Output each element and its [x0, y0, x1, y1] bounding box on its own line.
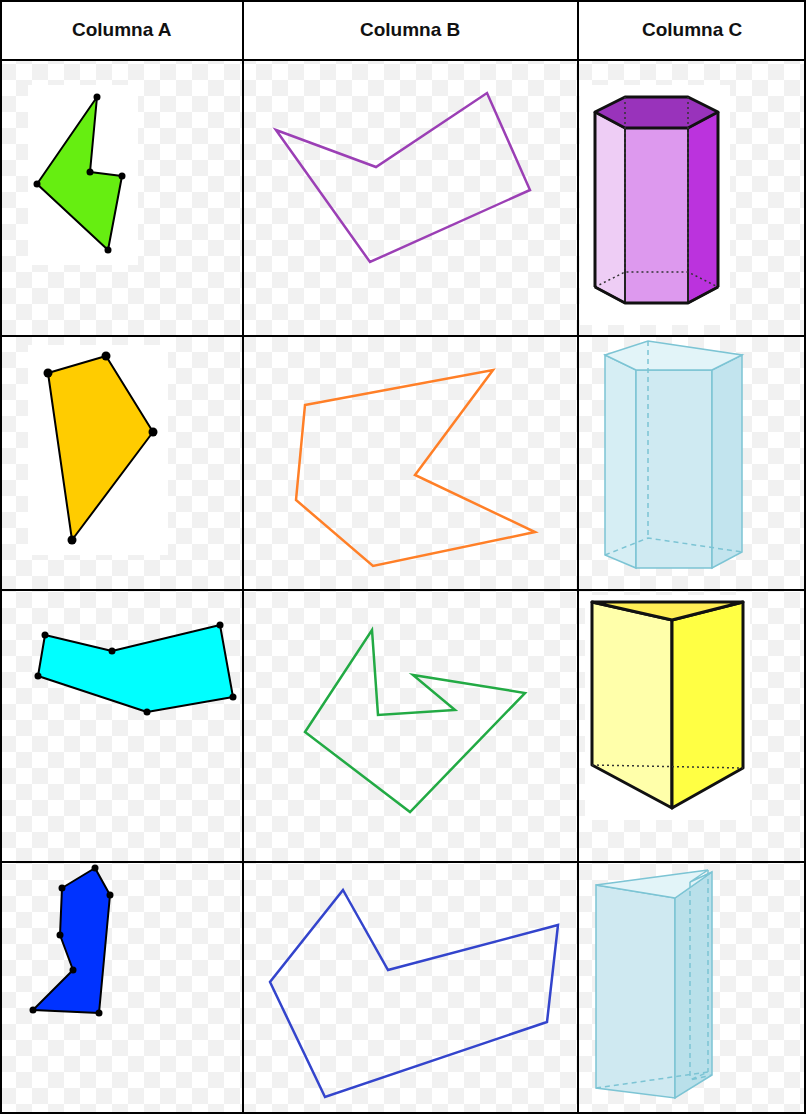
vertex-dots [30, 94, 237, 1017]
cell-ground [0, 60, 806, 1114]
hexagonal-prism [595, 97, 718, 303]
image-ground [28, 345, 168, 555]
outline-polygons [270, 93, 558, 1097]
filled-polygons [33, 97, 233, 1013]
column-header: Columna C [642, 19, 742, 41]
column-header: Columna B [360, 19, 460, 41]
triangular-prism [592, 602, 743, 808]
image-ground [580, 85, 730, 325]
image-ground [585, 595, 750, 820]
header-ground [0, 0, 806, 60]
concave-prism [596, 870, 712, 1098]
image-ground [28, 85, 138, 265]
column-header: Columna A [72, 19, 172, 41]
pentagonal-prism [605, 341, 742, 568]
